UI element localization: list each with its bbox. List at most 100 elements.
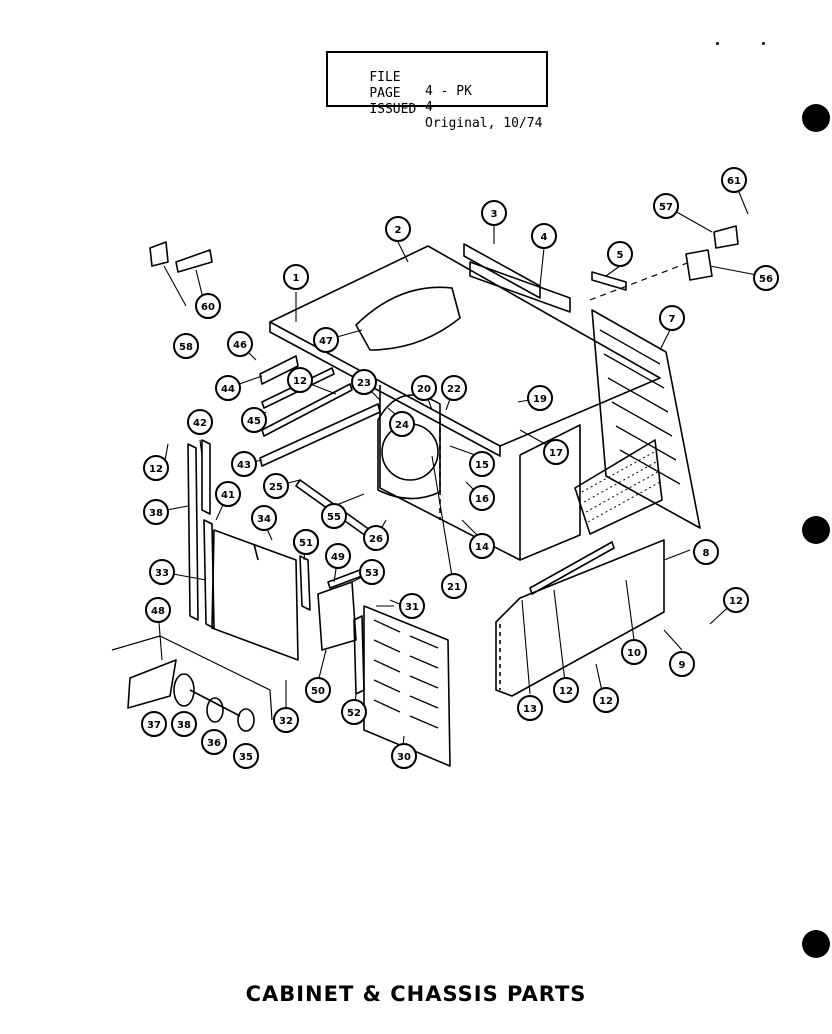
callout-circle — [305, 677, 331, 703]
rail-46 — [261, 383, 353, 437]
file-value: 4 - PK — [425, 84, 472, 99]
knob-36 — [237, 708, 255, 732]
callout-label: 41 — [221, 490, 235, 501]
callout-circle — [149, 559, 175, 585]
callout-57: 57 — [653, 193, 679, 219]
callout-label: 30 — [397, 752, 411, 763]
left-side-panel — [211, 529, 299, 661]
callout-38: 38 — [143, 499, 169, 525]
callout-label: 5 — [617, 250, 624, 261]
callout-label: 37 — [147, 720, 161, 731]
callout-12: 12 — [553, 677, 579, 703]
callout-label: 10 — [627, 648, 641, 659]
callout-label: 32 — [279, 716, 293, 727]
callout-label: 47 — [319, 336, 333, 347]
callout-circle — [227, 331, 253, 357]
callout-circle — [693, 539, 719, 565]
callout-circle — [171, 711, 197, 737]
callout-circle — [173, 333, 199, 359]
callout-circle — [653, 193, 679, 219]
callout-label: 17 — [549, 448, 563, 459]
base-rail — [529, 541, 615, 595]
callout-34: 34 — [251, 505, 277, 531]
callout-circle — [233, 743, 259, 769]
page-row: PAGE 4 — [338, 73, 433, 129]
callout-3: 3 — [481, 200, 507, 226]
callout-label: 31 — [405, 602, 419, 613]
part-58 — [149, 241, 169, 267]
callout-label: 35 — [239, 752, 253, 763]
callout-label: 7 — [669, 314, 676, 325]
callout-circle — [287, 367, 313, 393]
issued-row: ISSUED Original, 10/74 — [338, 89, 542, 145]
callout-label: 38 — [177, 720, 191, 731]
callout-12: 12 — [593, 687, 619, 713]
callout-61: 61 — [721, 167, 747, 193]
callout-5: 5 — [607, 241, 633, 267]
control-part-52 — [353, 615, 365, 695]
diagram-artwork — [111, 179, 763, 767]
callout-circle — [141, 711, 167, 737]
callout-51: 51 — [293, 529, 319, 555]
callout-10: 10 — [621, 639, 647, 665]
callout-label: 58 — [179, 342, 193, 353]
callout-label: 9 — [679, 660, 686, 671]
callout-label: 60 — [201, 302, 215, 313]
callout-circle — [321, 503, 347, 529]
mesh-grille-pattern — [581, 451, 661, 523]
diagram-caption: CABINET & CHASSIS PARTS — [245, 982, 587, 1006]
knob-washer-37 — [206, 697, 224, 723]
speck-2 — [762, 42, 765, 45]
callout-label: 50 — [311, 686, 325, 697]
callout-label: 12 — [293, 376, 307, 387]
callout-circle — [313, 327, 339, 353]
callout-label: 49 — [331, 552, 345, 563]
callout-25: 25 — [263, 473, 289, 499]
issued-label: ISSUED — [369, 102, 417, 117]
page-label: PAGE — [369, 86, 401, 101]
callout-circle — [143, 455, 169, 481]
callout-label: 55 — [327, 512, 341, 523]
callout-31: 31 — [399, 593, 425, 619]
callout-circle — [469, 451, 495, 477]
top-panel — [269, 245, 661, 447]
callout-12: 12 — [723, 587, 749, 613]
callout-circle — [145, 597, 171, 623]
callout-circle — [469, 533, 495, 559]
callout-label: 33 — [155, 568, 169, 579]
callout-circle — [201, 729, 227, 755]
file-label: FILE — [369, 70, 401, 85]
callout-label: 14 — [475, 542, 489, 553]
blower-housing — [377, 394, 441, 500]
callout-49: 49 — [325, 543, 351, 569]
callout-21: 21 — [441, 573, 467, 599]
callout-36: 36 — [201, 729, 227, 755]
callout-15: 15 — [469, 451, 495, 477]
callout-52: 52 — [341, 699, 367, 725]
callout-circle — [753, 265, 779, 291]
part-callouts: 1234578910121212121213141516171920212223… — [141, 167, 779, 769]
callout-label: 22 — [447, 384, 461, 395]
part-57 — [713, 225, 739, 249]
callout-circle — [593, 687, 619, 713]
callout-label: 36 — [207, 738, 221, 749]
insulation-strip-5 — [469, 261, 571, 313]
callout-circle — [659, 305, 685, 331]
callout-label: 38 — [149, 508, 163, 519]
callout-circle — [391, 743, 417, 769]
callout-circle — [469, 485, 495, 511]
knob-plate-38 — [127, 659, 177, 709]
callout-label: 23 — [357, 378, 371, 389]
chassis-left-wall — [379, 385, 521, 561]
callout-label: 8 — [703, 548, 710, 559]
callout-label: 48 — [151, 606, 165, 617]
callout-circle — [531, 223, 557, 249]
callout-label: 12 — [149, 464, 163, 475]
callout-circle — [215, 375, 241, 401]
callout-circle — [723, 587, 749, 613]
callout-16: 16 — [469, 485, 495, 511]
callout-8: 8 — [693, 539, 719, 565]
callout-45: 45 — [241, 407, 267, 433]
callout-label: 2 — [395, 225, 402, 236]
